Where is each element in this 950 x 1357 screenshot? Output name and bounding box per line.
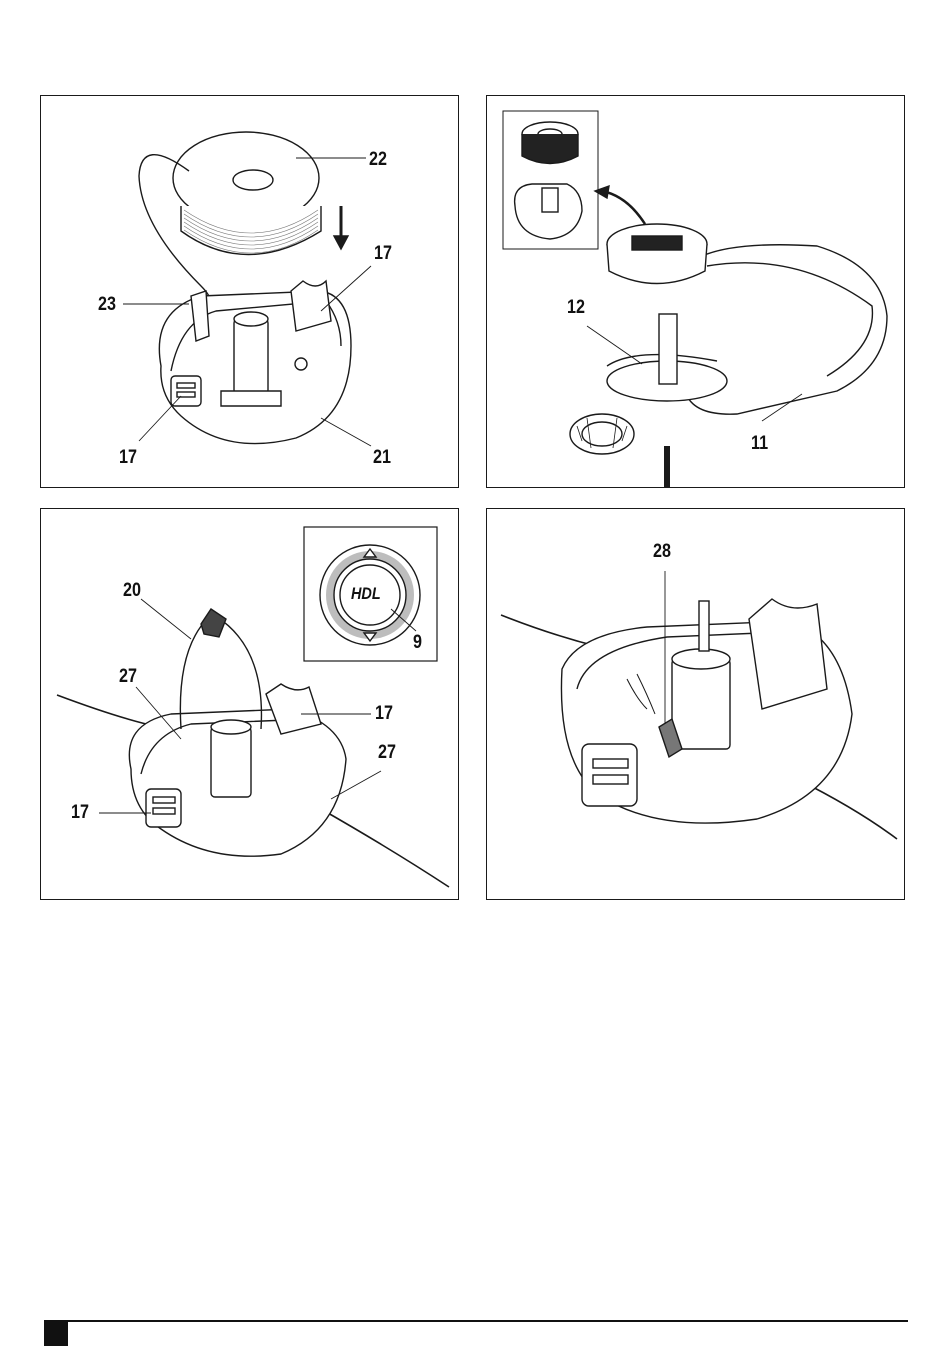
callout-9: 9 <box>413 633 422 652</box>
page-marker <box>44 1322 68 1346</box>
figure-b-drawing <box>487 96 906 489</box>
callout-20: 20 <box>123 581 141 600</box>
button-logo-text: HDL <box>351 585 381 602</box>
callout-28: 28 <box>653 542 671 561</box>
callout-17-right: 17 <box>375 704 393 723</box>
callout-21: 21 <box>373 448 391 467</box>
callout-11: 11 <box>751 434 768 453</box>
figure-d-drawing <box>487 509 906 901</box>
callout-12: 12 <box>567 298 585 317</box>
callout-27-left: 27 <box>119 667 137 686</box>
trimmer-line <box>57 695 159 727</box>
callout-22: 22 <box>369 150 387 169</box>
footer-rule <box>44 1320 908 1322</box>
figure-a-drawing <box>41 96 460 489</box>
callout-17-left: 17 <box>71 803 89 822</box>
callout-27-right: 27 <box>378 743 396 762</box>
callout-17-right: 17 <box>374 244 392 263</box>
spool-body <box>181 206 321 255</box>
figure-c-panel: HDL 20 27 17 27 17 9 <box>40 508 459 900</box>
figure-d-panel: 28 <box>486 508 905 900</box>
figure-c-drawing <box>41 509 460 901</box>
figure-a-panel: 22 17 23 17 21 <box>40 95 459 488</box>
callout-23: 23 <box>98 295 116 314</box>
callout-17-left: 17 <box>119 448 137 467</box>
figure-b-panel: 12 11 <box>486 95 905 488</box>
